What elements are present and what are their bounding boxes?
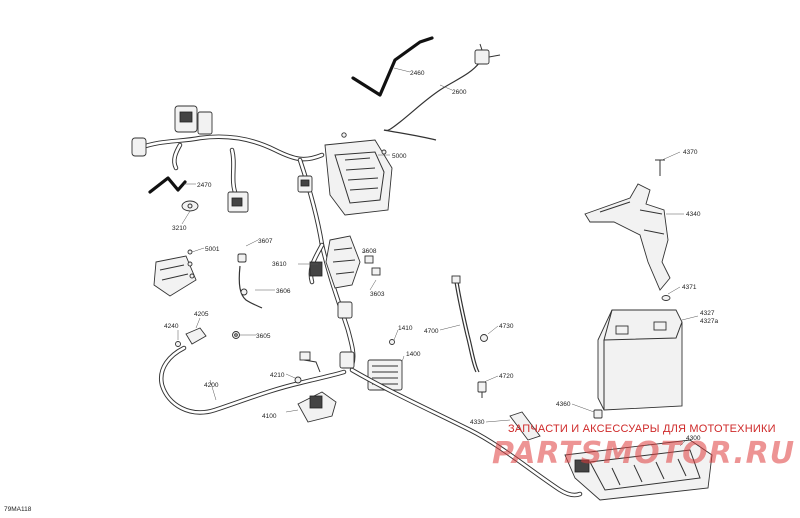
part-3605-fastener	[232, 331, 240, 339]
label-4200: 4200	[204, 382, 219, 389]
label-2470: 2470	[197, 182, 212, 189]
part-4205-terminal-cover	[185, 327, 207, 345]
part-4327-battery	[597, 309, 683, 411]
part-4200-battery-cable	[158, 345, 347, 415]
label-4300: 4300	[686, 435, 701, 442]
part-3608-relay-block	[325, 235, 381, 289]
part-4240-fastener	[175, 341, 181, 347]
label-4327a: 4327a	[700, 318, 718, 325]
label-1400: 1400	[406, 351, 421, 358]
label-3603: 3603	[370, 291, 385, 298]
leader-lines	[177, 67, 699, 447]
part-4330-strap	[509, 411, 541, 441]
label-4340: 4340	[686, 211, 701, 218]
part-5001-module	[153, 249, 197, 297]
main-wiring-harness	[137, 134, 356, 368]
callout-labels: 2460 2600 5000 2470 3210 5001 3607 3610 …	[164, 70, 718, 442]
label-4730: 4730	[499, 323, 514, 330]
ground-cable-long	[349, 367, 583, 498]
label-3606: 3606	[276, 288, 291, 295]
label-4700: 4700	[424, 328, 439, 335]
watermark-tagline: ЗАПЧАСТИ И АКСЕССУАРЫ ДЛЯ МОТОТЕХНИКИ	[508, 423, 776, 435]
part-3606-ground-strap	[238, 265, 263, 309]
part-4210-fastener	[294, 376, 302, 384]
part-4700-cable	[451, 275, 480, 373]
part-2460-strap	[351, 36, 434, 97]
label-3610: 3610	[272, 261, 287, 268]
part-4100-solenoid	[297, 351, 337, 423]
label-3605: 3605	[256, 333, 271, 340]
watermark-logo: PARTSMOTOR.RU	[492, 436, 796, 471]
part-2470-strap	[148, 176, 187, 194]
label-5001: 5001	[205, 246, 220, 253]
part-4720-bolt	[477, 381, 487, 398]
harness-connectors-left	[131, 105, 355, 369]
label-3607: 3607	[258, 238, 273, 245]
part-4340-battery-bracket	[584, 183, 671, 291]
label-4371: 4371	[682, 284, 697, 291]
label-4210: 4210	[270, 372, 285, 379]
label-4240: 4240	[164, 323, 179, 330]
label-1410: 1410	[398, 325, 413, 332]
part-3210-clip	[181, 200, 199, 212]
label-4370: 4370	[683, 149, 698, 156]
label-4100: 4100	[262, 413, 277, 420]
part-4371-nut	[661, 295, 671, 301]
label-2460: 2460	[410, 70, 425, 77]
label-5000: 5000	[392, 153, 407, 160]
label-4205: 4205	[194, 311, 209, 318]
part-5000-ecm	[324, 132, 393, 216]
label-2600: 2600	[452, 89, 467, 96]
part-3607-connector	[237, 253, 247, 263]
label-3210: 3210	[172, 225, 187, 232]
label-4330: 4330	[470, 419, 485, 426]
part-4360-bolt	[593, 409, 603, 419]
label-4327: 4327	[700, 310, 715, 317]
part-2600-sensor-cable	[383, 43, 501, 141]
label-4360: 4360	[556, 401, 571, 408]
part-4730-nut	[480, 334, 488, 342]
label-4720: 4720	[499, 373, 514, 380]
part-4300-battery-tray	[564, 439, 713, 501]
part-4370-bolt	[655, 159, 665, 176]
label-3608: 3608	[362, 248, 377, 255]
diagram-reference-code: 79MA118	[4, 506, 32, 513]
